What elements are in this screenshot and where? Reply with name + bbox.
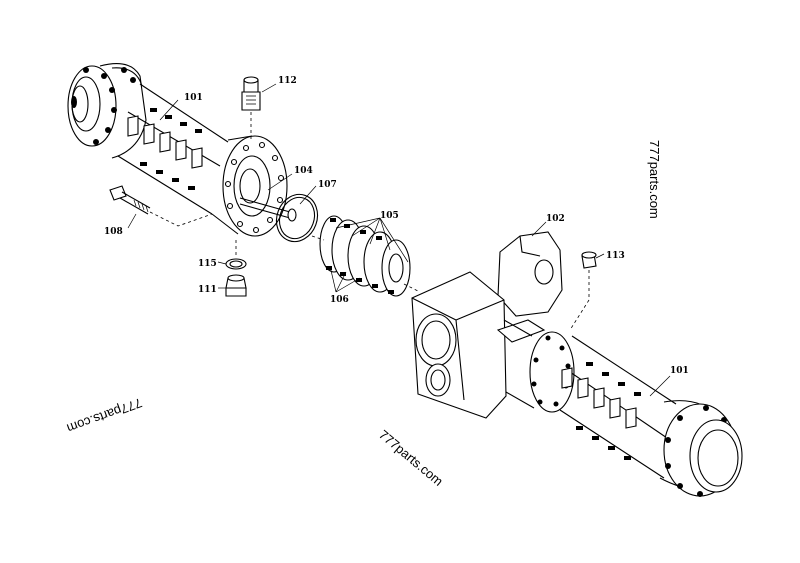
- right-axle-housing: [559, 335, 743, 497]
- label-104: 104: [294, 166, 313, 176]
- label-102: 102: [546, 214, 565, 224]
- label-113: 113: [606, 251, 625, 261]
- label-101-right: 101: [670, 366, 689, 376]
- watermark-left-bottom: 777parts.com: [65, 395, 144, 436]
- label-106: 106: [330, 295, 349, 305]
- disc-pack-105-106: [311, 215, 421, 297]
- washer-115: [225, 258, 247, 270]
- central-housing-102: [411, 231, 575, 419]
- plug-113: [569, 251, 597, 331]
- watermark-right-top: 777parts.com: [647, 140, 662, 219]
- label-107: 107: [318, 180, 337, 190]
- watermark-center-bottom: 777parts.com: [376, 427, 446, 489]
- label-112: 112: [278, 76, 297, 86]
- watermarks: 777parts.com 777parts.com 777parts.com: [65, 140, 662, 489]
- label-105: 105: [380, 211, 399, 221]
- plug-112: [241, 76, 261, 140]
- label-108: 108: [104, 227, 123, 237]
- label-115: 115: [198, 259, 217, 269]
- part-labels: 101 112 104 107 105 106 108 115 111 102 …: [104, 76, 689, 376]
- left-axle-housing: [67, 63, 288, 237]
- o-ring-107: [275, 193, 319, 243]
- bolt-108: [109, 185, 213, 227]
- leader-lines: [127, 83, 671, 397]
- label-111: 111: [198, 285, 217, 295]
- label-101-left: 101: [184, 93, 203, 103]
- plug-111: [225, 240, 247, 297]
